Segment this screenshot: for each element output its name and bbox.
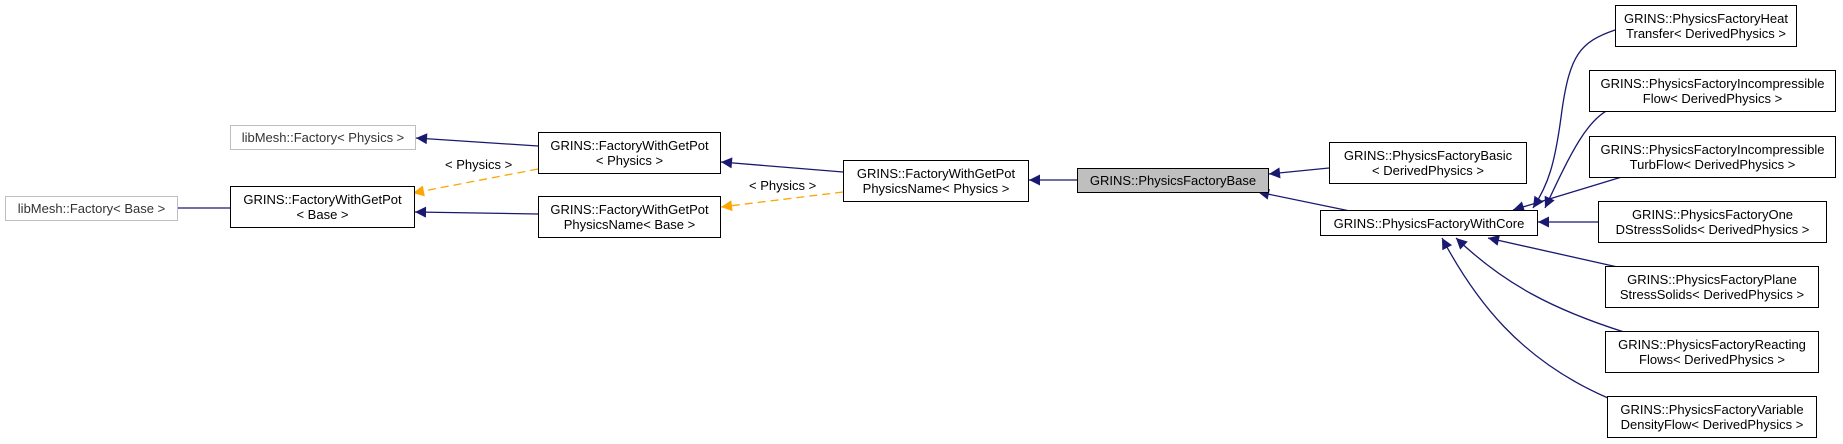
node-label-line-1: GRINS::PhysicsFactoryVariable xyxy=(1620,402,1804,417)
node-label-line-2: PhysicsName< Physics > xyxy=(862,181,1010,196)
edge-variable-density-to-pfcore xyxy=(1441,237,1609,399)
node-factory-with-getpot-physics[interactable]: GRINS::FactoryWithGetPot < Physics > xyxy=(538,132,721,174)
edge-pfcore-to-pfbase xyxy=(1257,188,1351,212)
node-pf-plane-stress-solids[interactable]: GRINS::PhysicsFactoryPlane StressSolids<… xyxy=(1605,266,1819,308)
node-physics-factory-basic[interactable]: GRINS::PhysicsFactoryBasic < DerivedPhys… xyxy=(1329,142,1527,184)
node-pf-variable-density-flow[interactable]: GRINS::PhysicsFactoryVariable DensityFlo… xyxy=(1607,396,1817,438)
node-label-line-1: GRINS::PhysicsFactoryReacting xyxy=(1618,337,1806,352)
node-label-line-2: PhysicsName< Base > xyxy=(563,217,696,232)
edge-heat-transfer-to-pfcore xyxy=(1532,29,1616,209)
node-label-line-2: < Base > xyxy=(296,207,349,222)
node-label: GRINS::PhysicsFactoryBase xyxy=(1089,173,1257,188)
node-pf-heat-transfer[interactable]: GRINS::PhysicsFactoryHeat Transfer< Deri… xyxy=(1615,5,1797,47)
node-pf-reacting-flows[interactable]: GRINS::PhysicsFactoryReacting Flows< Der… xyxy=(1605,331,1819,373)
node-label-line-1: GRINS::PhysicsFactoryOne xyxy=(1631,207,1794,222)
node-label-line-2: Flow< DerivedPhysics > xyxy=(1642,91,1783,106)
node-label-line-2: < DerivedPhysics > xyxy=(1372,163,1484,178)
node-label-line-2: DensityFlow< DerivedPhysics > xyxy=(1620,417,1804,432)
node-label-line-2: Flows< DerivedPhysics > xyxy=(1639,352,1785,367)
edge-label-physics-1: < Physics > xyxy=(445,157,512,172)
node-pf-incompressible-flow[interactable]: GRINS::PhysicsFactoryIncompressible Flow… xyxy=(1589,70,1836,112)
edge-reacting-to-pfcore xyxy=(1455,237,1625,333)
node-factory-with-getpot-physicsname-base[interactable]: GRINS::FactoryWithGetPot PhysicsName< Ba… xyxy=(538,196,721,238)
node-label-line-1: GRINS::FactoryWithGetPot xyxy=(550,138,709,153)
edge-plane-stress-to-pfcore xyxy=(1487,235,1623,269)
node-pf-one-d-stress-solids[interactable]: GRINS::PhysicsFactoryOne DStressSolids< … xyxy=(1598,201,1827,243)
node-label-line-2: TurbFlow< DerivedPhysics > xyxy=(1629,157,1796,172)
node-label-line-1: GRINS::PhysicsFactoryIncompressible xyxy=(1600,142,1825,157)
node-label: libMesh::Factory< Base > xyxy=(17,201,166,216)
node-label-line-2: DStressSolids< DerivedPhysics > xyxy=(1615,222,1810,237)
node-label: GRINS::PhysicsFactoryWithCore xyxy=(1333,215,1525,231)
node-label: libMesh::Factory< Physics > xyxy=(241,130,405,145)
node-label-line-2: Transfer< DerivedPhysics > xyxy=(1626,26,1786,41)
edge-pfbasic-to-pfbase xyxy=(1268,167,1330,179)
edge-fwgpn-base-to-fwgp-base xyxy=(414,206,539,218)
edge-label-physics-2: < Physics > xyxy=(749,178,816,193)
node-libmesh-factory-base[interactable]: libMesh::Factory< Base > xyxy=(5,196,178,221)
node-libmesh-factory-physics[interactable]: libMesh::Factory< Physics > xyxy=(230,125,416,150)
node-factory-with-getpot-base[interactable]: GRINS::FactoryWithGetPot < Base > xyxy=(230,186,415,228)
node-label-line-1: GRINS::PhysicsFactoryPlane xyxy=(1627,272,1797,287)
node-label-line-1: GRINS::PhysicsFactoryHeat xyxy=(1624,11,1788,26)
node-label-line-1: GRINS::PhysicsFactoryBasic xyxy=(1343,148,1513,163)
node-physics-factory-with-core[interactable]: GRINS::PhysicsFactoryWithCore xyxy=(1320,210,1538,236)
node-label-line-2: < Physics > xyxy=(595,153,664,168)
node-label-line-1: GRINS::PhysicsFactoryIncompressible xyxy=(1600,76,1825,91)
edge-fwgpn-physics-to-fwgpn-base xyxy=(720,191,844,212)
edge-fwgp-physics-to-fwgp-base xyxy=(412,168,539,197)
node-label-line-1: GRINS::FactoryWithGetPot xyxy=(243,192,402,207)
node-pf-incompressible-turbflow[interactable]: GRINS::PhysicsFactoryIncompressible Turb… xyxy=(1589,136,1836,178)
edge-incomp-flow-to-pfcore xyxy=(1544,107,1613,209)
node-factory-with-getpot-physicsname-physics[interactable]: GRINS::FactoryWithGetPot PhysicsName< Ph… xyxy=(843,160,1029,202)
node-label-line-1: GRINS::FactoryWithGetPot xyxy=(856,166,1016,181)
node-label-line-2: StressSolids< DerivedPhysics > xyxy=(1619,287,1805,302)
edge-fwgpn-physics-to-fwgp-physics xyxy=(720,157,844,173)
edge-fwgp-physics-to-factory-physics xyxy=(415,133,539,147)
node-physics-factory-base[interactable]: GRINS::PhysicsFactoryBase xyxy=(1077,168,1269,193)
edge-incomp-turb-to-pfcore xyxy=(1512,175,1626,213)
node-label-line-1: GRINS::FactoryWithGetPot xyxy=(550,202,709,217)
